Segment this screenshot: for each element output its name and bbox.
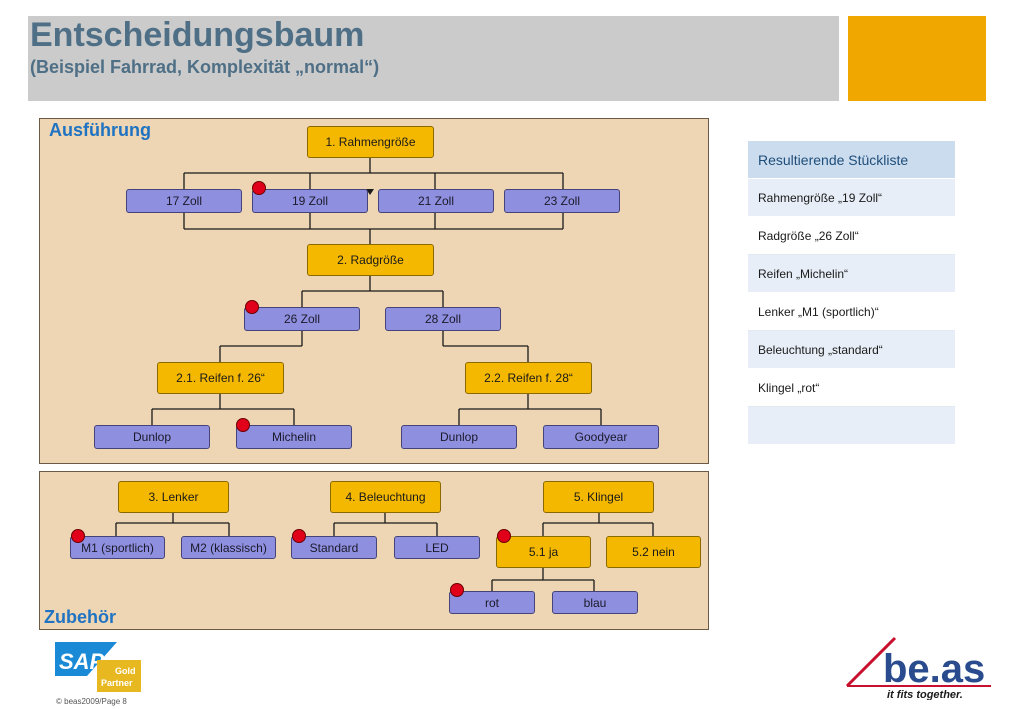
selected-marker-26 xyxy=(245,300,259,314)
page-subtitle: (Beispiel Fahrrad, Komplexität „normal“) xyxy=(30,57,380,77)
selected-marker-19 xyxy=(252,181,266,195)
bom-row: Reifen „Michelin“ xyxy=(748,255,955,293)
beas-logo: be.as it fits together. xyxy=(845,636,991,700)
tires-28-node[interactable]: 2.2. Reifen f. 28“ xyxy=(465,362,592,394)
bom-title: Resultierende Stückliste xyxy=(748,141,955,179)
frame-size-node[interactable]: 1. Rahmengröße xyxy=(307,126,434,158)
sap-badge-gold: Gold xyxy=(115,666,136,676)
bom-row: Beleuchtung „standard“ xyxy=(748,331,955,369)
page-title: Entscheidungsbaum xyxy=(30,16,365,54)
beas-tagline: it fits together. xyxy=(887,689,963,700)
execution-label: Ausführung xyxy=(49,120,151,140)
tire-26-dunlop-option[interactable]: Dunlop xyxy=(94,425,210,449)
beas-logo-text: be.as xyxy=(883,647,985,691)
selected-marker-red xyxy=(450,583,464,597)
selected-marker-bell-yes xyxy=(497,529,511,543)
handlebar-node[interactable]: 3. Lenker xyxy=(118,481,229,513)
bom-row xyxy=(748,407,955,445)
wheel-26-option[interactable]: 26 Zoll xyxy=(244,307,360,331)
lighting-led-option[interactable]: LED xyxy=(394,536,480,559)
bom-row: Klingel „rot“ xyxy=(748,369,955,407)
selected-marker-michelin xyxy=(236,418,250,432)
bom-row: Lenker „M1 (sportlich)“ xyxy=(748,293,955,331)
sap-badge-partner: Partner xyxy=(101,678,133,688)
handlebar-m2-option[interactable]: M2 (klassisch) xyxy=(181,536,276,559)
handlebar-m1-option[interactable]: M1 (sportlich) xyxy=(70,536,165,559)
wheel-28-option[interactable]: 28 Zoll xyxy=(385,307,501,331)
size-21-option[interactable]: 21 Zoll xyxy=(378,189,494,213)
selected-marker-m1 xyxy=(71,529,85,543)
tire-28-goodyear-option[interactable]: Goodyear xyxy=(543,425,659,449)
wheel-size-node[interactable]: 2. Radgröße xyxy=(307,244,434,276)
bell-blue-option[interactable]: blau xyxy=(552,591,638,614)
lighting-node[interactable]: 4. Beleuchtung xyxy=(330,481,441,513)
bom-table: Resultierende Stückliste Rahmengröße „19… xyxy=(748,141,955,445)
bom-row: Radgröße „26 Zoll“ xyxy=(748,217,955,255)
sap-gold-partner-logo: SAP Gold Partner xyxy=(55,642,141,692)
size-17-option[interactable]: 17 Zoll xyxy=(126,189,242,213)
size-23-option[interactable]: 23 Zoll xyxy=(504,189,620,213)
size-19-option[interactable]: 19 Zoll xyxy=(252,189,368,213)
lighting-standard-option[interactable]: Standard xyxy=(291,536,377,559)
tires-26-node[interactable]: 2.1. Reifen f. 26“ xyxy=(157,362,284,394)
bell-node[interactable]: 5. Klingel xyxy=(543,481,654,513)
bom-row: Rahmengröße „19 Zoll“ xyxy=(748,179,955,217)
accessories-label: Zubehör xyxy=(44,607,116,627)
tire-26-michelin-option[interactable]: Michelin xyxy=(236,425,352,449)
footer-copyright: © beas2009/Page 8 xyxy=(56,697,127,706)
tire-28-dunlop-option[interactable]: Dunlop xyxy=(401,425,517,449)
sap-logo-text: SAP xyxy=(59,649,105,674)
selected-marker-standard xyxy=(292,529,306,543)
bell-red-option[interactable]: rot xyxy=(449,591,535,614)
bell-no-node[interactable]: 5.2 nein xyxy=(606,536,701,568)
bell-yes-node[interactable]: 5.1 ja xyxy=(496,536,591,568)
accent-box xyxy=(848,16,986,101)
title-bar xyxy=(28,16,839,101)
